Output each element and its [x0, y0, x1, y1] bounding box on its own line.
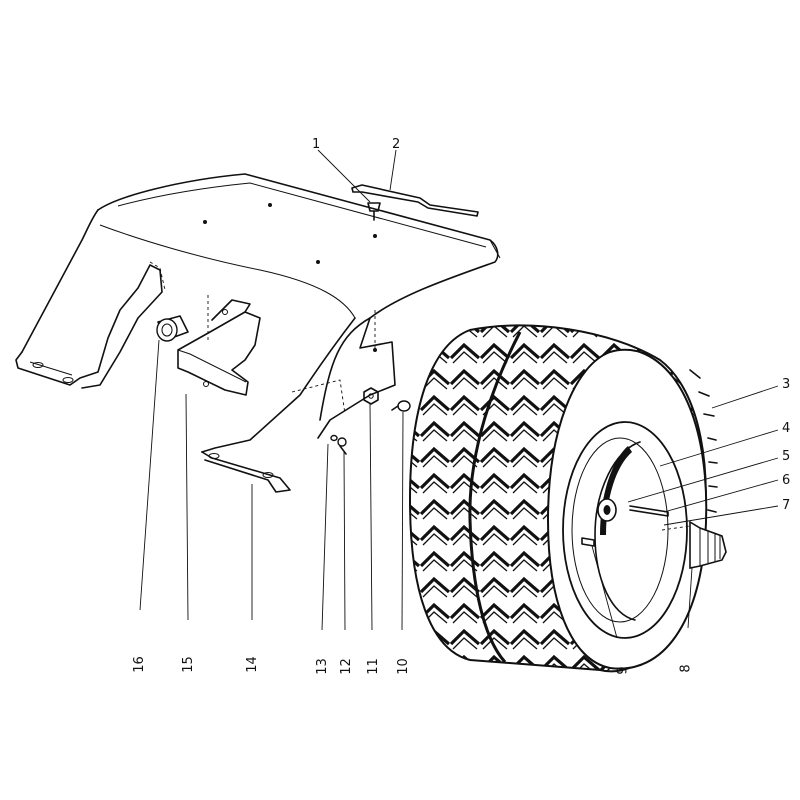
wheel-assembly: [408, 324, 727, 673]
callout-6: 6: [782, 473, 791, 488]
spacer-tube: [156, 315, 189, 342]
fender: [15, 173, 501, 493]
callout-15: 15: [180, 656, 196, 673]
callout-13: 13: [314, 658, 330, 675]
blade-part: [351, 184, 479, 217]
callout-16: 16: [131, 656, 147, 673]
callout-7: 7: [782, 498, 791, 513]
callout-2: 2: [392, 137, 401, 152]
callout-11: 11: [365, 658, 381, 675]
callout-8: 8: [678, 664, 694, 673]
callout-3: 3: [782, 377, 791, 392]
callout-9: 9: [615, 666, 631, 675]
callout-10: 10: [395, 658, 411, 675]
callout-5: 5: [782, 449, 791, 464]
screw: [367, 202, 381, 221]
leader-lines: [139, 149, 779, 639]
callout-12: 12: [338, 658, 354, 675]
callout-14: 14: [244, 656, 260, 673]
callout-4: 4: [782, 421, 791, 436]
callout-1: 1: [312, 137, 321, 152]
bracket: [177, 299, 261, 396]
